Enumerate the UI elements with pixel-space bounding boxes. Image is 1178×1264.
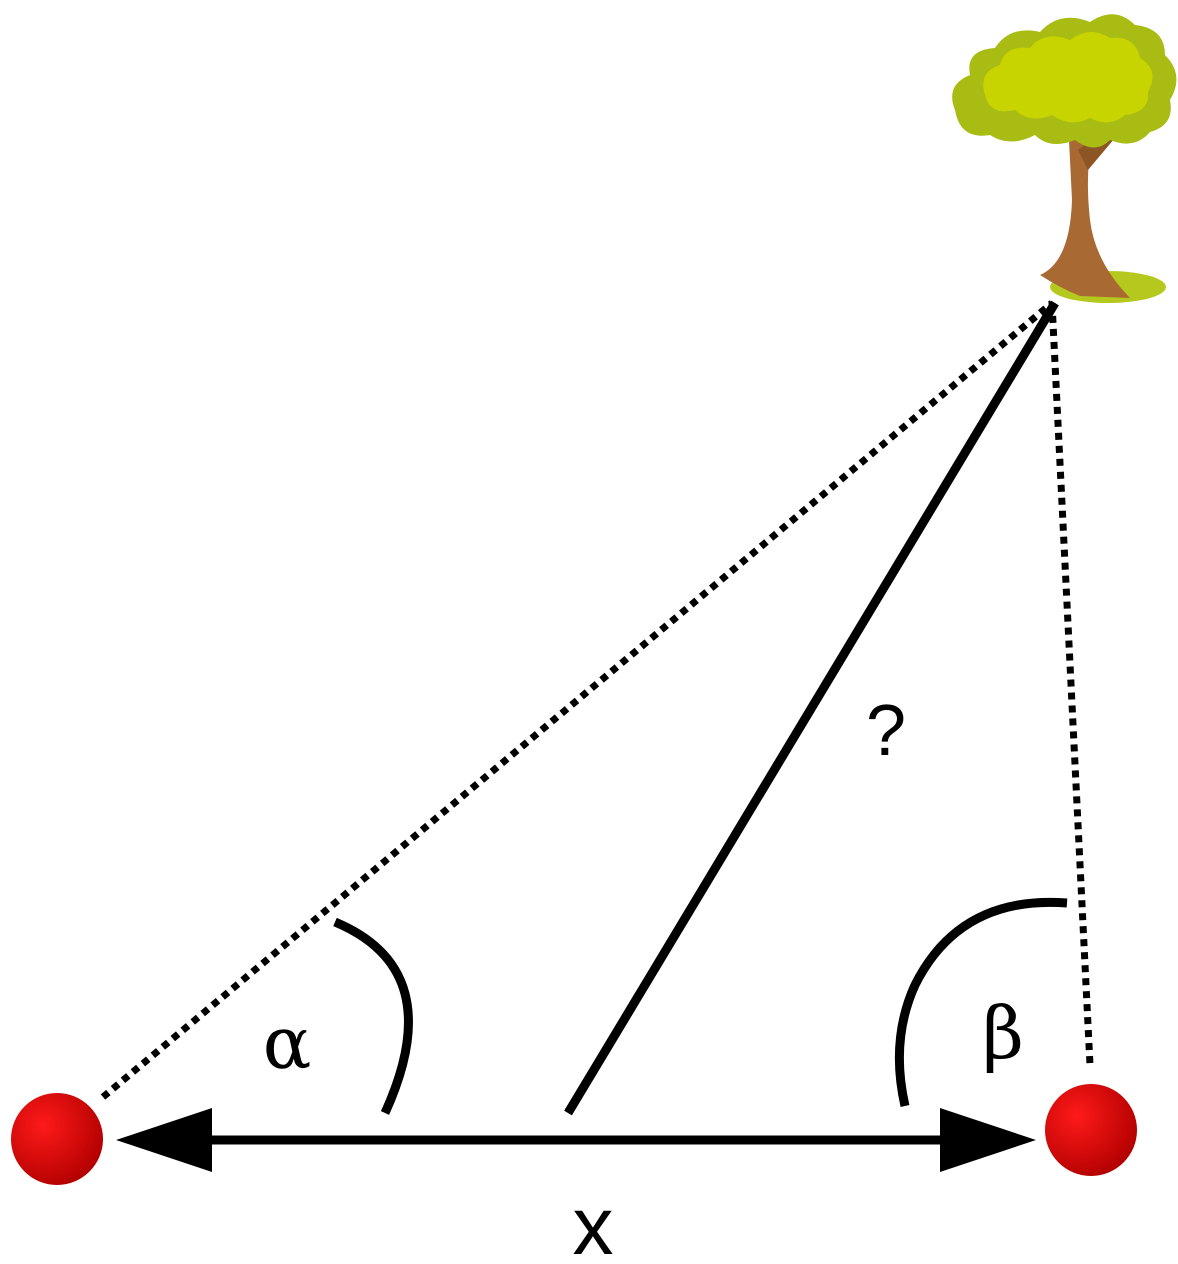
- alpha-label: α: [263, 1001, 312, 1085]
- angle-alpha-arc: [333, 917, 413, 1115]
- observer-right-point: [1045, 1084, 1137, 1176]
- sightline-left: [100, 300, 1055, 1100]
- arrowhead-right-icon: [940, 1108, 1036, 1172]
- angle-beta-arc: [894, 897, 1068, 1107]
- tree-icon: [952, 14, 1177, 303]
- sightline-right: [1048, 302, 1094, 1066]
- baseline-label: x: [573, 1181, 614, 1264]
- arrowhead-left-icon: [116, 1108, 212, 1172]
- observer-left-point: [11, 1093, 103, 1185]
- beta-label: β: [982, 991, 1024, 1075]
- unknown-distance-line: [564, 300, 1059, 1116]
- unknown-distance-label: ?: [866, 691, 906, 771]
